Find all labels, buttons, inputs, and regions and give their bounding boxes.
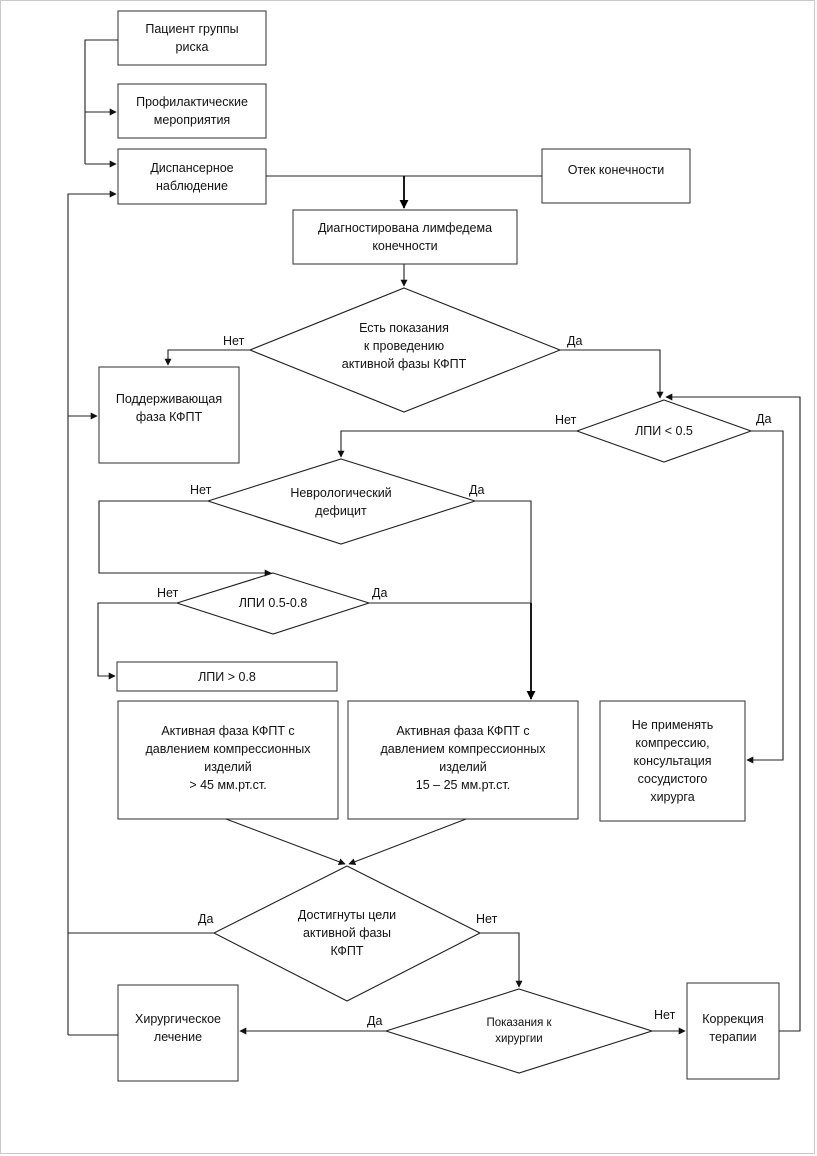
label-limb-edema: Отек конечности: [567, 163, 665, 177]
label-abi-lt-05: ЛПИ < 0.5: [635, 424, 693, 438]
label-abi-05-08: ЛПИ 0.5-0.8: [238, 596, 308, 610]
box-abi-gt-08: [116, 661, 338, 692]
label-prevention: Профилактические мероприятия: [136, 95, 248, 127]
diamond-surgery: [384, 988, 654, 1074]
edge-neuro-no: [98, 500, 272, 577]
edge-label-indications-yes: Да: [567, 334, 583, 348]
edge-abi-lt-05-no: [337, 430, 577, 458]
label-lymphedema-diagnosed: Диагностирована лимфедема конечности: [317, 221, 493, 253]
box-active-45: [117, 700, 339, 820]
edge-correction-loop: [665, 393, 801, 1032]
edge-label-neuro-yes: Да: [469, 483, 485, 497]
label-abi-gt-08: ЛПИ > 0.8: [198, 669, 256, 684]
edge-risk-bracket: [84, 39, 118, 164]
edge-label-surgery-no: Нет: [654, 1008, 676, 1022]
label-dispensary: Диспансерное наблюдение: [150, 160, 234, 193]
label-goals-reached: Достигнуты цели активной фазы КФПТ: [297, 908, 397, 958]
label-surgery-indications: Показания к хирургии: [486, 1017, 552, 1045]
edge-label-indications-no: Нет: [223, 334, 245, 348]
label-therapy-correction: Коррекция терапии: [702, 1012, 764, 1044]
label-neuro-deficit: Неврологический дефицит: [290, 486, 392, 518]
label-maintenance-phase: Поддерживающая фаза КФПТ: [115, 392, 223, 424]
box-active-15-25: [347, 700, 579, 820]
diamond-goals: [212, 865, 482, 1002]
edge-indications-no: [164, 349, 250, 366]
edge-label-abi-lt-05-no: Нет: [555, 413, 577, 427]
box-surgical-treatment: [117, 984, 239, 1082]
diamond-abi-05-08: [175, 572, 371, 635]
label-risk-patient: Пациент группы риска: [145, 22, 239, 54]
edge-label-goals-yes: Да: [198, 912, 214, 926]
edge-neuro-yes: [475, 500, 532, 603]
label-no-compression: Не применять компрессию, консультация со…: [631, 718, 714, 804]
box-lymphedema-diagnosed: [292, 209, 518, 265]
box-therapy-correction: [686, 982, 780, 1080]
label-indications-active-phase: Есть показания к проведению активной фаз…: [341, 321, 467, 371]
label-active-15-25: Активная фаза КФПТ с давлением компресси…: [380, 724, 546, 792]
edge-active-45-to-goals: [225, 818, 346, 866]
diamond-abi-lt-05: [575, 399, 753, 463]
edge-label-abi-05-08-yes: Да: [372, 586, 388, 600]
edge-label-goals-no: Нет: [476, 912, 498, 926]
edge-active-15-25-to-goals: [348, 818, 467, 866]
edge-goals-no: [480, 932, 523, 988]
box-risk-patient: [117, 10, 267, 66]
label-surgical-treatment: Хирургическое лечение: [135, 1012, 221, 1044]
edge-left-return-line: [67, 190, 117, 1035]
box-no-compression: [599, 700, 746, 822]
edge-label-abi-lt-05-yes: Да: [756, 412, 772, 426]
label-active-45: Активная фаза КФПТ с давлением компресси…: [145, 724, 311, 792]
edge-label-abi-05-08-no: Нет: [157, 586, 179, 600]
edge-abi-lt-05-yes: [746, 430, 784, 764]
edge-indications-yes: [560, 349, 664, 399]
edge-abi-05-08-no: [97, 602, 177, 680]
edge-label-surgery-yes: Да: [367, 1014, 383, 1028]
edge-label-neuro-no: Нет: [190, 483, 212, 497]
diamond-neuro-deficit: [206, 458, 477, 545]
diamond-indications: [248, 287, 562, 413]
box-prevention: [117, 83, 267, 139]
box-maintenance-phase: [98, 366, 240, 464]
